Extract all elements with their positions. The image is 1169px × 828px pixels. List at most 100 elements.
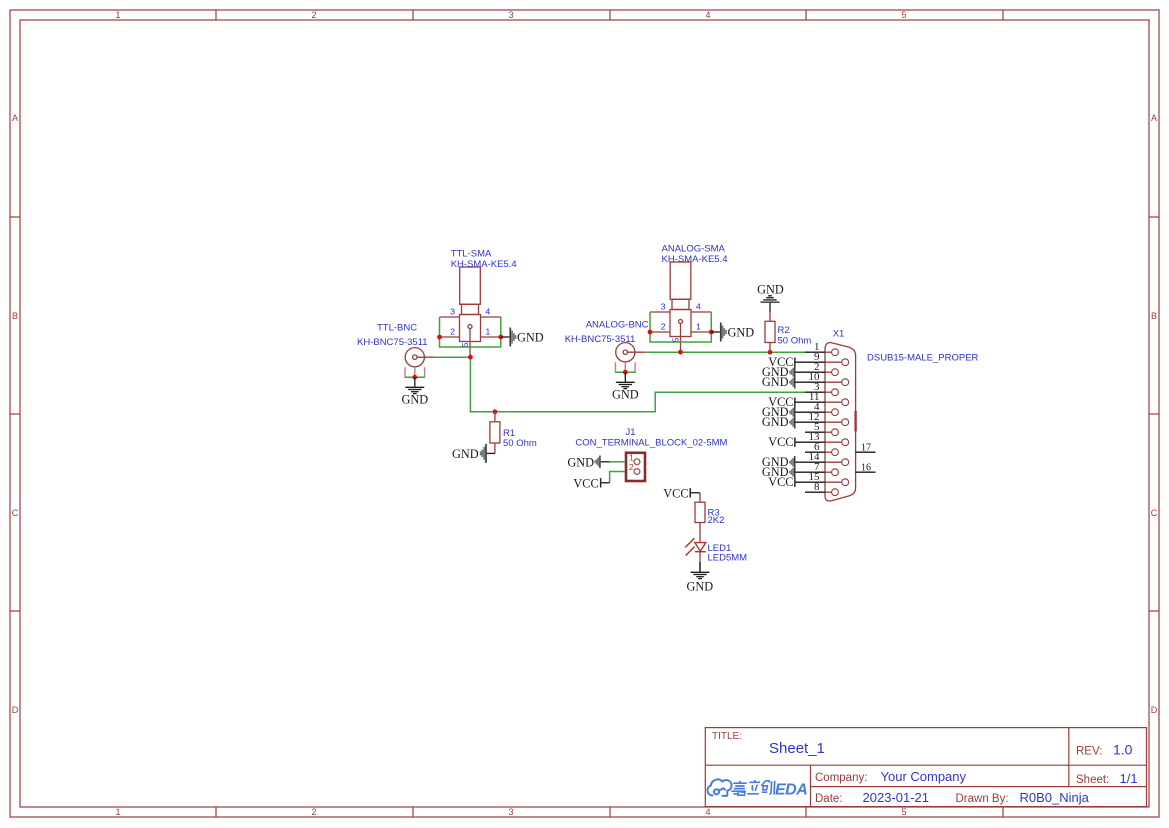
svg-text:1: 1 [486, 327, 491, 337]
svg-text:2: 2 [629, 462, 634, 472]
svg-text:GND: GND [517, 331, 544, 345]
svg-text:5: 5 [670, 337, 680, 342]
svg-text:5: 5 [901, 10, 906, 20]
svg-text:VCC: VCC [768, 435, 793, 449]
svg-text:GND: GND [612, 387, 639, 401]
svg-text:4: 4 [486, 307, 491, 317]
svg-text:12: 12 [809, 411, 820, 423]
svg-text:KH-SMA-KE5.4: KH-SMA-KE5.4 [451, 259, 517, 270]
svg-text:2: 2 [661, 322, 666, 332]
svg-text:1: 1 [629, 452, 634, 462]
svg-text:VCC: VCC [663, 486, 688, 500]
svg-text:Company:: Company: [815, 772, 867, 784]
svg-text:17: 17 [861, 443, 871, 454]
svg-text:B: B [12, 311, 18, 321]
svg-text:R2: R2 [778, 325, 790, 336]
svg-text:A: A [12, 113, 18, 123]
svg-text:1: 1 [115, 10, 120, 20]
svg-text:KH-BNC75-3511: KH-BNC75-3511 [565, 334, 636, 345]
svg-text:B: B [1151, 311, 1157, 321]
svg-text:CON_TERMINAL_BLOCK_02-5MM: CON_TERMINAL_BLOCK_02-5MM [575, 437, 727, 448]
svg-text:4: 4 [696, 302, 701, 312]
svg-text:ANALOG-SMA: ANALOG-SMA [662, 244, 726, 255]
svg-text:3: 3 [450, 307, 455, 317]
svg-text:2: 2 [311, 807, 316, 817]
svg-text:R0B0_Ninja: R0B0_Ninja [1020, 790, 1090, 805]
svg-text:DSUB15-MALE_PROPER: DSUB15-MALE_PROPER [867, 353, 979, 364]
svg-text:A: A [1151, 113, 1157, 123]
svg-text:3: 3 [508, 807, 513, 817]
svg-text:9: 9 [814, 351, 820, 363]
svg-text:1.0: 1.0 [1113, 742, 1133, 758]
svg-text:EDA: EDA [775, 782, 807, 799]
svg-text:LED1: LED1 [708, 543, 732, 554]
svg-text:R1: R1 [503, 428, 515, 439]
svg-text:TITLE:: TITLE: [712, 731, 742, 742]
svg-text:GND: GND [686, 579, 713, 593]
svg-text:KH-SMA-KE5.4: KH-SMA-KE5.4 [662, 254, 728, 265]
svg-text:GND: GND [757, 283, 784, 297]
svg-text:50 Ohm: 50 Ohm [778, 336, 812, 347]
svg-text:4: 4 [705, 10, 710, 20]
svg-text:GND: GND [728, 326, 755, 340]
svg-text:1: 1 [814, 341, 820, 353]
svg-text:14: 14 [809, 451, 821, 463]
svg-text:50 Ohm: 50 Ohm [503, 438, 537, 449]
svg-text:D: D [12, 705, 19, 715]
svg-text:GND: GND [762, 405, 789, 419]
svg-text:VCC: VCC [768, 395, 793, 409]
svg-text:5: 5 [901, 807, 906, 817]
svg-text:C: C [12, 508, 19, 518]
svg-text:16: 16 [861, 463, 871, 474]
svg-text:LED5MM: LED5MM [708, 553, 748, 564]
svg-text:2: 2 [311, 10, 316, 20]
svg-text:GND: GND [401, 392, 428, 406]
svg-text:10: 10 [809, 371, 821, 383]
svg-text:11: 11 [809, 391, 820, 403]
svg-text:GND: GND [762, 455, 789, 469]
svg-text:7: 7 [814, 461, 820, 473]
svg-text:KH-BNC75-3511: KH-BNC75-3511 [357, 337, 428, 348]
svg-text:TTL-BNC: TTL-BNC [377, 323, 417, 334]
svg-text:15: 15 [809, 471, 821, 483]
svg-text:4: 4 [705, 807, 710, 817]
svg-text:Sheet:: Sheet: [1076, 774, 1109, 786]
svg-text:Sheet_1: Sheet_1 [769, 740, 825, 757]
svg-text:GND: GND [762, 375, 789, 389]
svg-text:1: 1 [115, 807, 120, 817]
svg-text:VCC: VCC [573, 476, 598, 490]
svg-text:GND: GND [762, 365, 789, 379]
svg-text:Date:: Date: [815, 793, 843, 805]
svg-text:6: 6 [814, 441, 820, 453]
svg-text:3: 3 [814, 381, 820, 393]
svg-text:REV:: REV: [1076, 746, 1102, 758]
svg-text:5: 5 [460, 342, 470, 347]
svg-text:3: 3 [661, 302, 666, 312]
svg-text:2: 2 [814, 361, 820, 373]
svg-text:VCC: VCC [768, 355, 793, 369]
svg-text:Drawn By:: Drawn By: [956, 793, 1009, 805]
svg-text:TTL-SMA: TTL-SMA [451, 249, 492, 260]
svg-text:GND: GND [762, 465, 789, 479]
svg-text:8: 8 [814, 481, 820, 493]
svg-text:GND: GND [567, 455, 594, 469]
svg-text:R3: R3 [708, 508, 720, 519]
svg-text:ANALOG-BNC: ANALOG-BNC [586, 320, 649, 331]
svg-text:D: D [1151, 705, 1158, 715]
svg-text:1: 1 [696, 322, 701, 332]
svg-text:GND: GND [762, 415, 789, 429]
svg-text:5: 5 [814, 421, 820, 433]
svg-text:Your Company: Your Company [881, 769, 967, 784]
svg-text:1/1: 1/1 [1120, 771, 1138, 786]
svg-text:3: 3 [508, 10, 513, 20]
svg-text:C: C [1151, 508, 1158, 518]
svg-text:2K2: 2K2 [708, 515, 725, 526]
svg-text:2023-01-21: 2023-01-21 [863, 790, 930, 805]
svg-text:J1: J1 [626, 427, 636, 438]
svg-text:X1: X1 [833, 329, 845, 340]
svg-text:GND: GND [452, 447, 479, 461]
svg-text:13: 13 [809, 431, 821, 443]
svg-text:4: 4 [814, 401, 820, 413]
svg-text:2: 2 [450, 327, 455, 337]
svg-text:VCC: VCC [768, 475, 793, 489]
